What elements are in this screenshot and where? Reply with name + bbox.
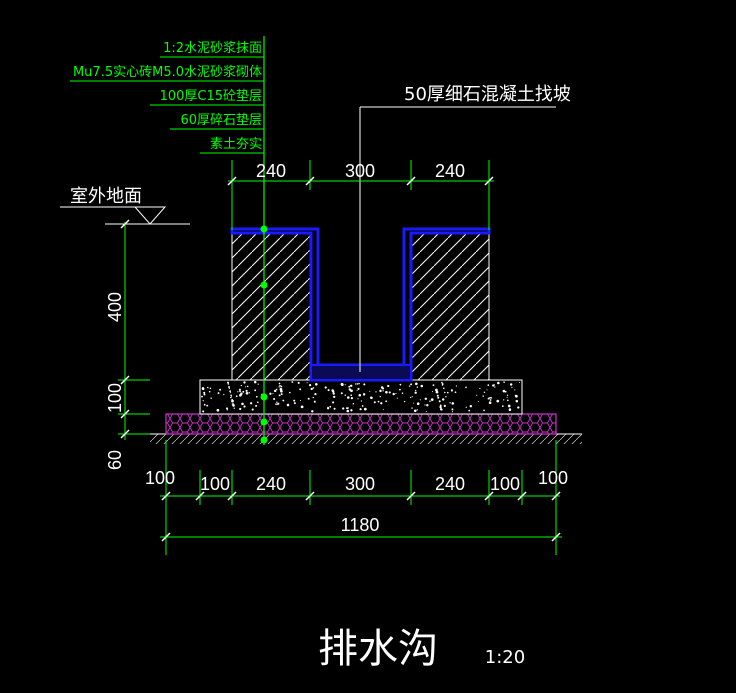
- left-brick-wall: [231, 231, 311, 381]
- gravel-layer: [165, 413, 557, 435]
- label-plaster: 1:2水泥砂浆抹面: [163, 41, 262, 56]
- concrete-texture: [201, 380, 521, 413]
- left-dim-100: 100: [105, 383, 125, 413]
- fine-concrete-slope: [310, 364, 412, 381]
- left-dim-400: 400: [105, 292, 125, 322]
- drawing-title: 排水沟: [318, 626, 438, 672]
- bottom-dim-7: 100: [538, 468, 568, 488]
- bottom-dim-6: 100: [490, 474, 520, 494]
- outdoor-ground-label: 室外地面: [70, 186, 142, 207]
- bottom-dim-3: 240: [256, 474, 286, 494]
- total-width: 1180: [341, 515, 380, 535]
- label-brick: Mu7.5实心砖M5.0水泥砂浆砌体: [73, 65, 262, 80]
- bottom-dim-2: 100: [200, 474, 230, 494]
- top-dim-2: 300: [345, 161, 375, 181]
- top-note: 50厚细石混凝土找坡: [404, 84, 571, 105]
- label-gravel: 60厚碎石垫层: [180, 112, 262, 128]
- bottom-dim-5: 240: [435, 474, 465, 494]
- bottom-dim-1: 100: [145, 468, 175, 488]
- compacted-soil: [150, 434, 582, 444]
- drawing-scale: 1:20: [485, 647, 525, 668]
- label-soil: 素土夯实: [210, 137, 262, 152]
- ground-level-icon: [133, 206, 167, 225]
- top-dim-1: 240: [256, 161, 286, 181]
- right-brick-wall: [410, 231, 490, 381]
- label-concrete: 100厚C15砼垫层: [160, 88, 262, 104]
- bottom-dim-4: 300: [345, 474, 375, 494]
- top-dim-3: 240: [435, 161, 465, 181]
- left-dim-60: 60: [105, 450, 125, 470]
- concrete-bedding: [199, 379, 523, 415]
